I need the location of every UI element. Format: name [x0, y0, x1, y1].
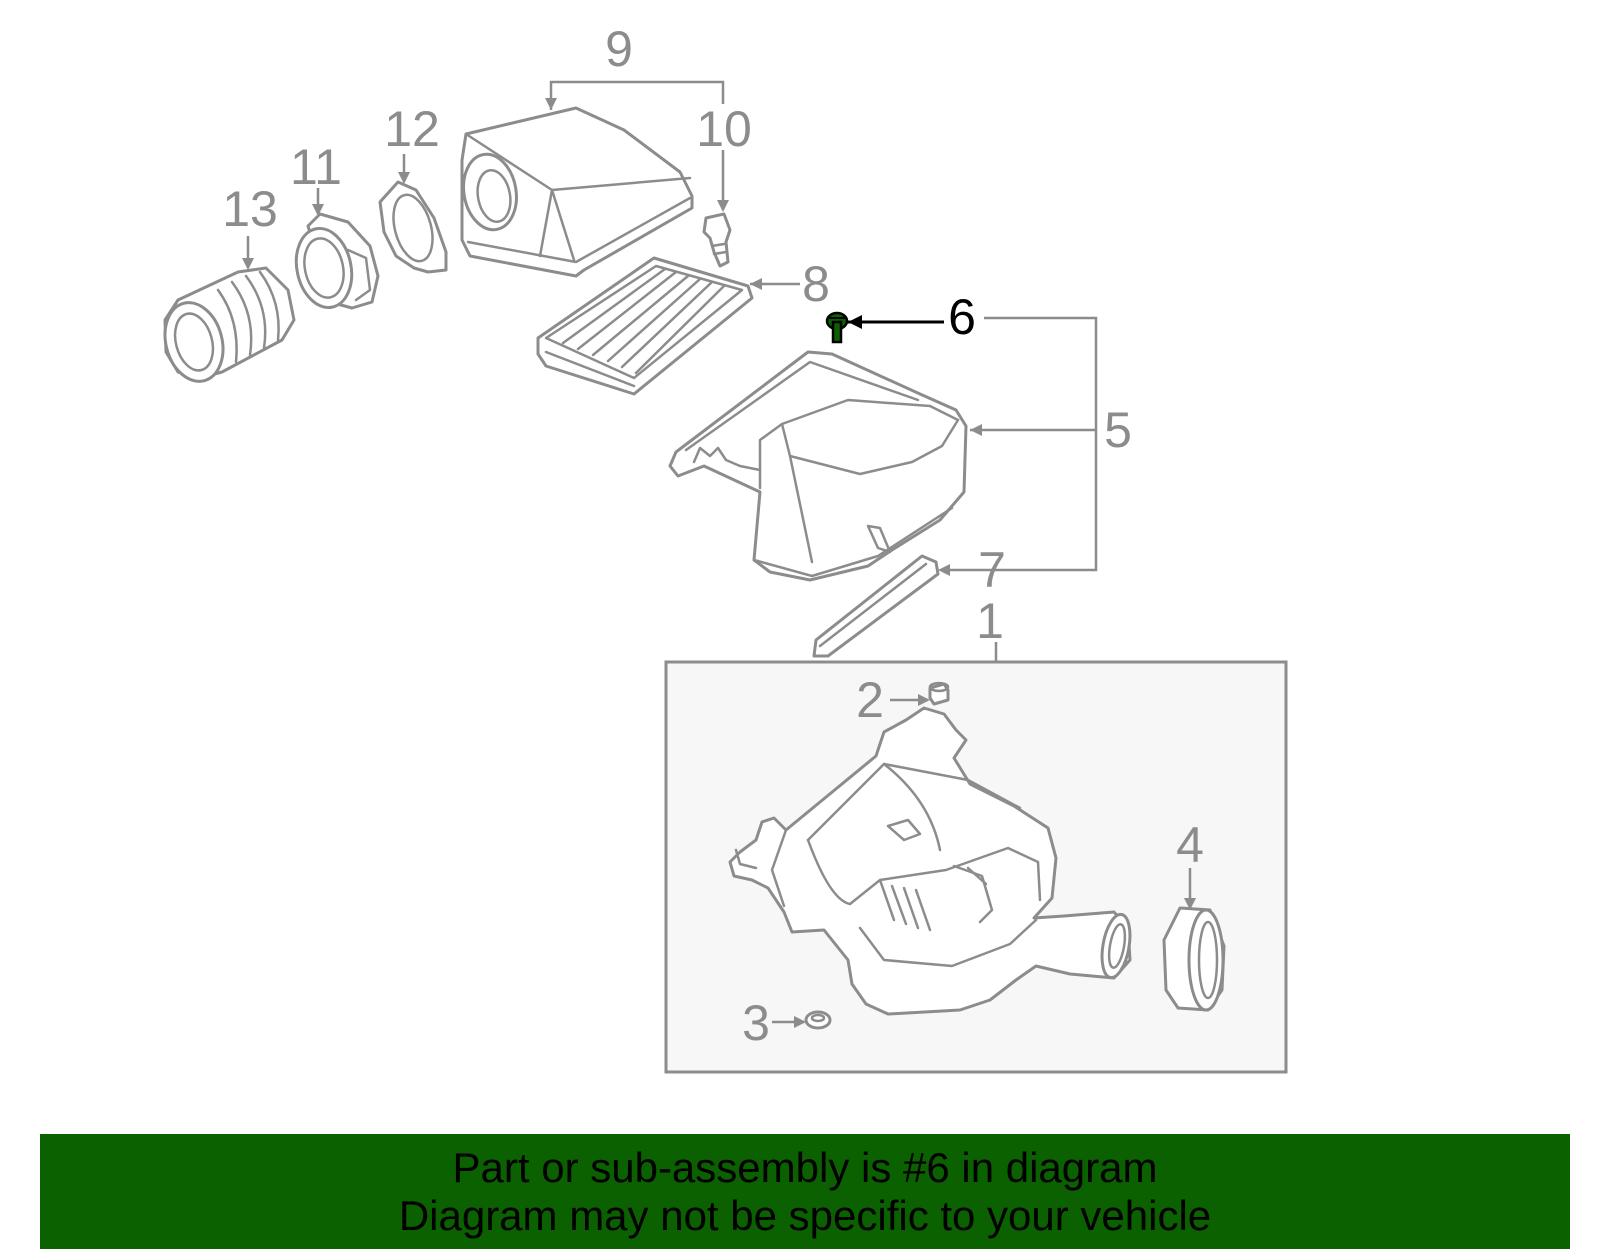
part-4-ring[interactable]	[1162, 906, 1226, 1012]
part-3-grommet[interactable]	[804, 1010, 832, 1030]
callout-3: 3	[742, 995, 770, 1051]
part-9-upper-case[interactable]	[458, 106, 694, 278]
callout-5: 5	[1104, 402, 1132, 458]
part-5-case-cover[interactable]	[668, 350, 968, 582]
footer-banner: Part or sub-assembly is #6 in diagram Di…	[40, 1134, 1570, 1249]
callout-8: 8	[802, 256, 830, 312]
callout-10: 10	[696, 101, 752, 157]
callout-6: 6	[948, 289, 976, 345]
part-11-air-flow-meter[interactable]	[289, 212, 380, 313]
part-13-intake-hose[interactable]	[157, 266, 296, 388]
callout-13: 13	[222, 181, 278, 237]
leader-lines	[242, 80, 1196, 1028]
callout-9: 9	[605, 21, 633, 77]
part-8-air-filter[interactable]	[536, 256, 754, 396]
part-2-grommet[interactable]	[928, 681, 950, 706]
part-10-connector[interactable]	[702, 212, 732, 268]
callout-11: 11	[290, 139, 342, 195]
callout-4: 4	[1176, 817, 1204, 873]
callout-2: 2	[856, 672, 884, 728]
part-6-bolt[interactable]	[825, 311, 849, 344]
footer-line-part-info: Part or sub-assembly is #6 in diagram	[452, 1144, 1158, 1191]
callout-12: 12	[384, 101, 440, 157]
part-1-lower-case[interactable]	[728, 706, 1134, 1016]
callout-1: 1	[976, 593, 1004, 649]
part-7-seal[interactable]	[812, 554, 940, 658]
callout-7: 7	[978, 542, 1006, 598]
part-12-gasket[interactable]	[378, 180, 448, 274]
footer-line-disclaimer: Diagram may not be specific to your vehi…	[398, 1192, 1212, 1239]
